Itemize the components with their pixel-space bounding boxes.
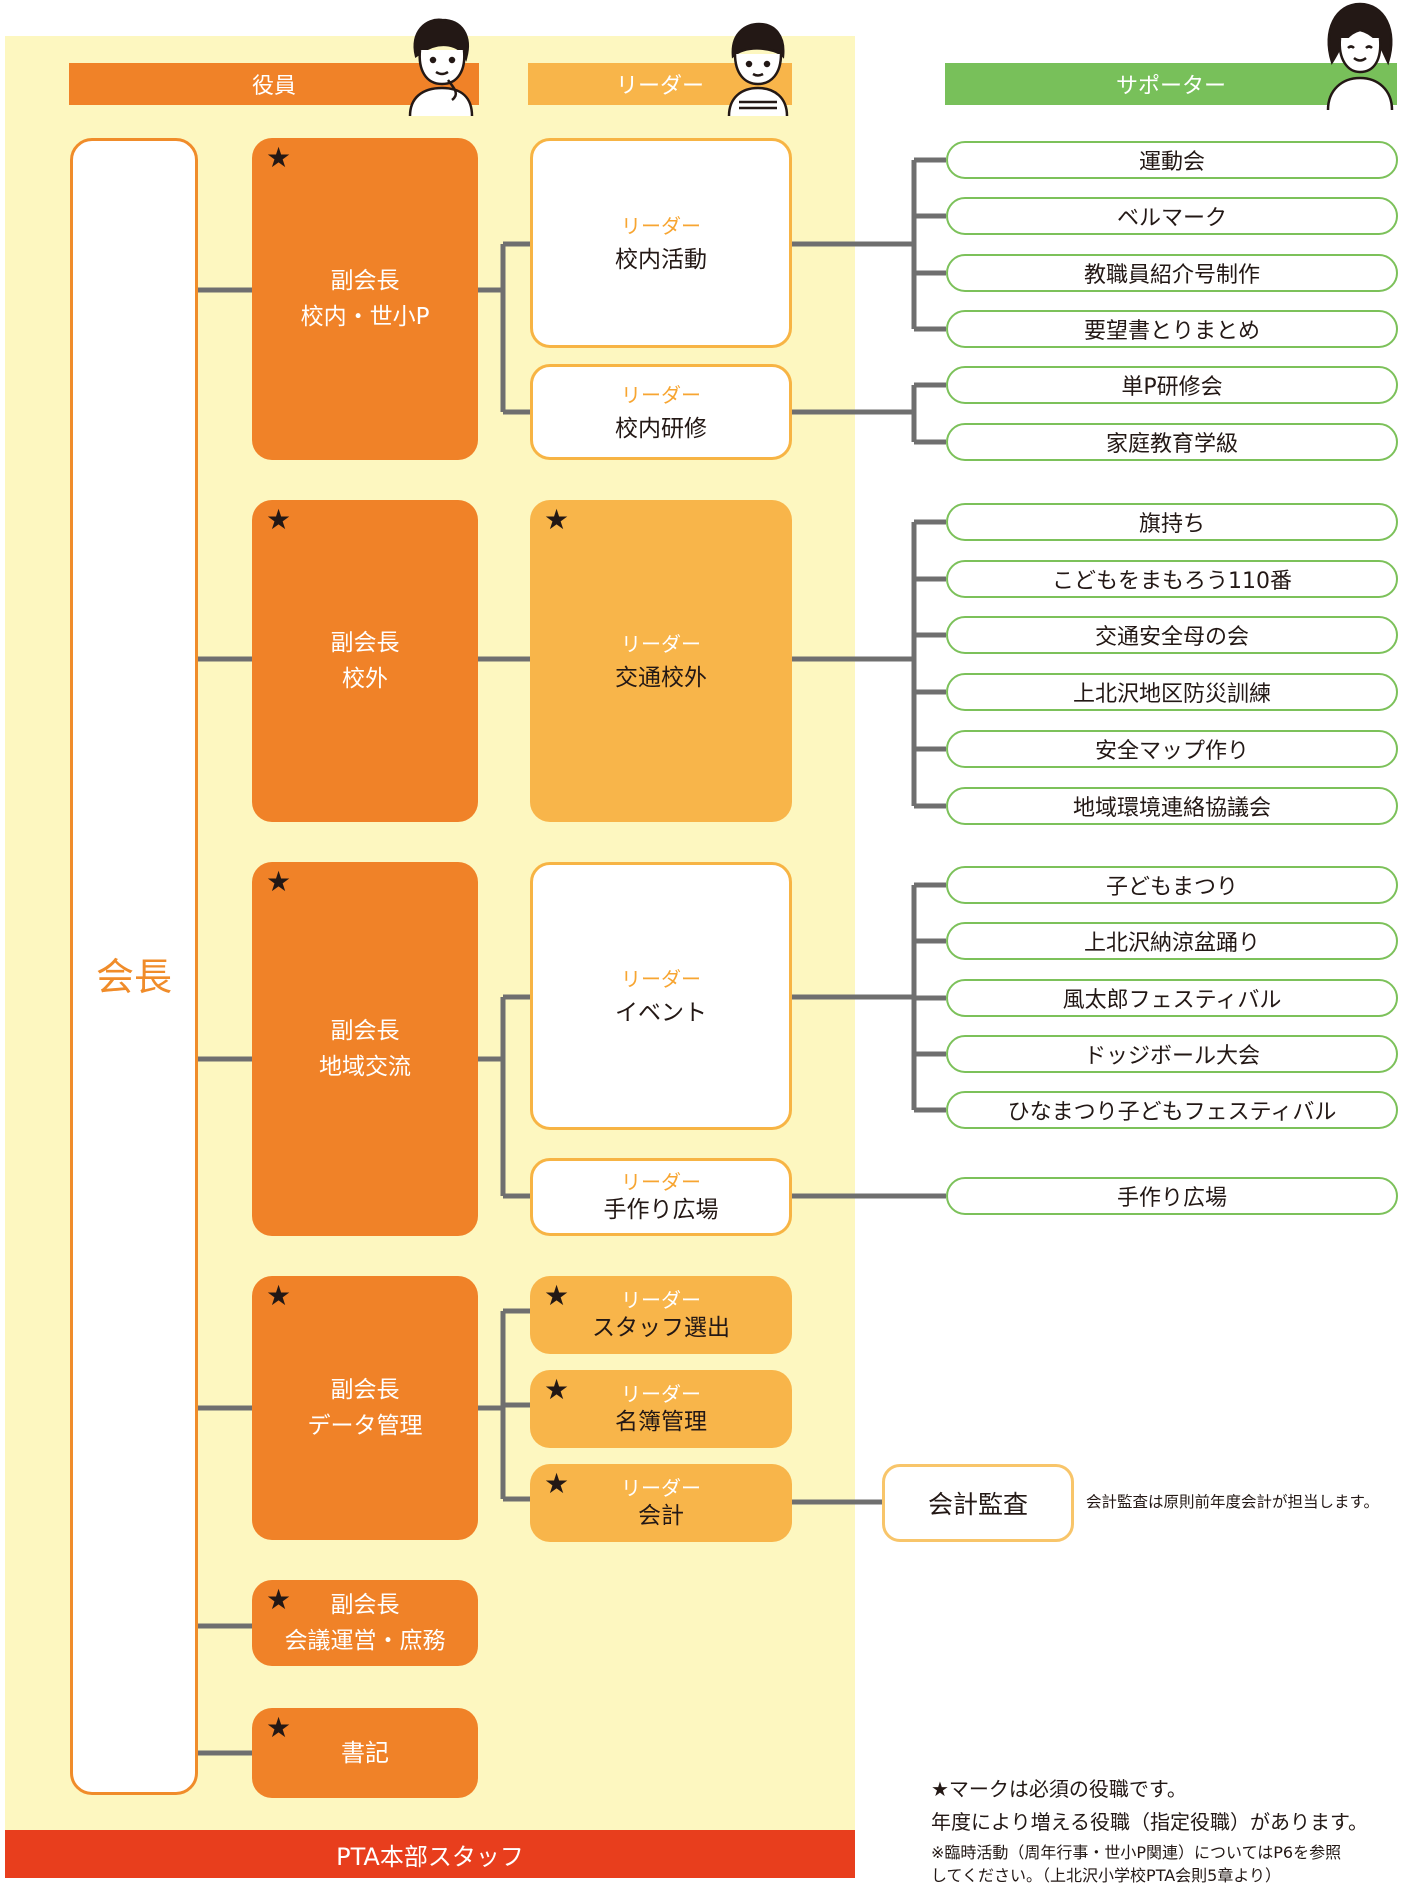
leader-sub: リーダー [621,1382,701,1406]
vp-box-kaigi: ★ 副会長 会議運営・庶務 [252,1580,478,1666]
required-star-icon: ★ [266,1583,292,1616]
vp-role: 副会長 [330,268,400,294]
leader-box-tezukuri: リーダー 手作り広場 [530,1158,792,1236]
leader-sub: リーダー [621,1476,701,1500]
supporter-item: 教職員紹介号制作 [946,254,1398,292]
secretary-label: 書記 [341,1739,389,1767]
audit-note: 会計監査は原則前年度会計が担当します。 [1086,1493,1379,1511]
audit-box: 会計監査 [882,1464,1074,1542]
required-star-icon: ★ [266,865,292,898]
leader-box-kaikei: ★ リーダー 会計 [530,1464,792,1542]
vp-role: 副会長 [330,1018,400,1044]
supporter-item: 地域環境連絡協議会 [946,787,1398,825]
vp-box-kounai: ★ 副会長 校内・世小P [252,138,478,460]
leader-name: 会計 [638,1503,684,1529]
vp-box-kougai: ★ 副会長 校外 [252,500,478,822]
vp-area: 地域交流 [319,1054,411,1080]
supporter-item: 風太郎フェスティバル [946,979,1398,1017]
header-yakuin: 役員 [69,63,479,105]
header-supporter: サポーター [945,63,1397,105]
vp-area: 会議運営・庶務 [284,1628,446,1654]
required-star-icon: ★ [544,1279,570,1312]
note-temporary: ※臨時活動（周年行事・世小P関連）についてはP6を参照 [931,1843,1342,1862]
vp-area: データ管理 [307,1413,423,1439]
leader-box-staff: ★ リーダー スタッフ選出 [530,1276,792,1354]
vp-area: 校内・世小P [300,304,430,330]
leader-box-event: リーダー イベント [530,862,792,1130]
leader-name: 校内研修 [615,416,707,442]
header-supporter-label: サポーター [1115,74,1226,99]
note-extra-roles: 年度により増える役職（指定役職）があります。 [931,1810,1368,1834]
leader-name: スタッフ選出 [592,1315,730,1341]
vp-role: 副会長 [330,630,400,656]
supporter-item: 上北沢地区防災訓練 [946,673,1398,711]
supporter-item: 上北沢納涼盆踊り [946,922,1398,960]
vp-role: 副会長 [330,1592,400,1618]
leader-box-koutsuu: ★ リーダー 交通校外 [530,500,792,822]
leader-name: 手作り広場 [603,1197,719,1223]
required-star-icon: ★ [266,503,292,536]
vp-role: 副会長 [330,1377,400,1403]
supporter-item: 安全マップ作り [946,730,1398,768]
supporter-item: 子どもまつり [946,866,1398,904]
required-star-icon: ★ [266,141,292,174]
secretary-box: ★ 書記 [252,1708,478,1798]
supporter-item: こどもをまもろう110番 [946,560,1398,598]
president-label: 会長 [95,955,172,999]
leader-name: 名簿管理 [615,1409,707,1435]
required-star-icon: ★ [544,1373,570,1406]
footer-label: PTA本部スタッフ [336,1842,524,1871]
supporter-item: 単P研修会 [946,366,1398,404]
officer-character-illustration [408,18,474,117]
supporter-item: ドッジボール大会 [946,1035,1398,1073]
leader-sub: リーダー [621,967,701,991]
required-star-icon: ★ [266,1711,292,1744]
header-yakuin-label: 役員 [251,74,296,99]
leader-box-kounai-kenshuu: リーダー 校内研修 [530,364,792,460]
note-required: ★マークは必須の役職です。 [931,1777,1187,1801]
leader-sub: リーダー [621,1170,701,1194]
vp-box-data: ★ 副会長 データ管理 [252,1276,478,1540]
leader-box-meibo: ★ リーダー 名簿管理 [530,1370,792,1448]
supporter-item: 交通安全母の会 [946,616,1398,654]
vp-area: 校外 [342,666,388,692]
required-star-icon: ★ [266,1279,292,1312]
leader-name: 交通校外 [615,665,707,691]
president-box: 会長 [70,138,198,1795]
leader-sub: リーダー [621,214,701,238]
header-leader-label: リーダー [615,74,704,99]
leader-box-kounai-katsudou: リーダー 校内活動 [530,138,792,348]
leader-sub: リーダー [621,383,701,407]
supporter-character-illustration [1326,2,1394,111]
leader-name: 校内活動 [615,247,707,273]
required-star-icon: ★ [544,503,570,536]
vp-box-chiiki: ★ 副会長 地域交流 [252,862,478,1236]
supporter-item: 要望書とりまとめ [946,310,1398,348]
supporter-item: 運動会 [946,141,1398,179]
leader-character-illustration [727,22,789,117]
required-star-icon: ★ [544,1467,570,1500]
supporter-item: 旗持ち [946,503,1398,541]
note-reference: してください。（上北沢小学校PTA会則5章より） [931,1866,1282,1885]
supporter-item: ひなまつり子どもフェスティバル [946,1091,1398,1129]
footer-banner: PTA本部スタッフ [5,1830,855,1878]
supporter-item: 手作り広場 [946,1177,1398,1215]
leader-sub: リーダー [621,632,701,656]
leader-name: イベント [615,1000,707,1026]
supporter-item: 家庭教育学級 [946,423,1398,461]
supporter-item: ベルマーク [946,197,1398,235]
leader-sub: リーダー [621,1288,701,1312]
